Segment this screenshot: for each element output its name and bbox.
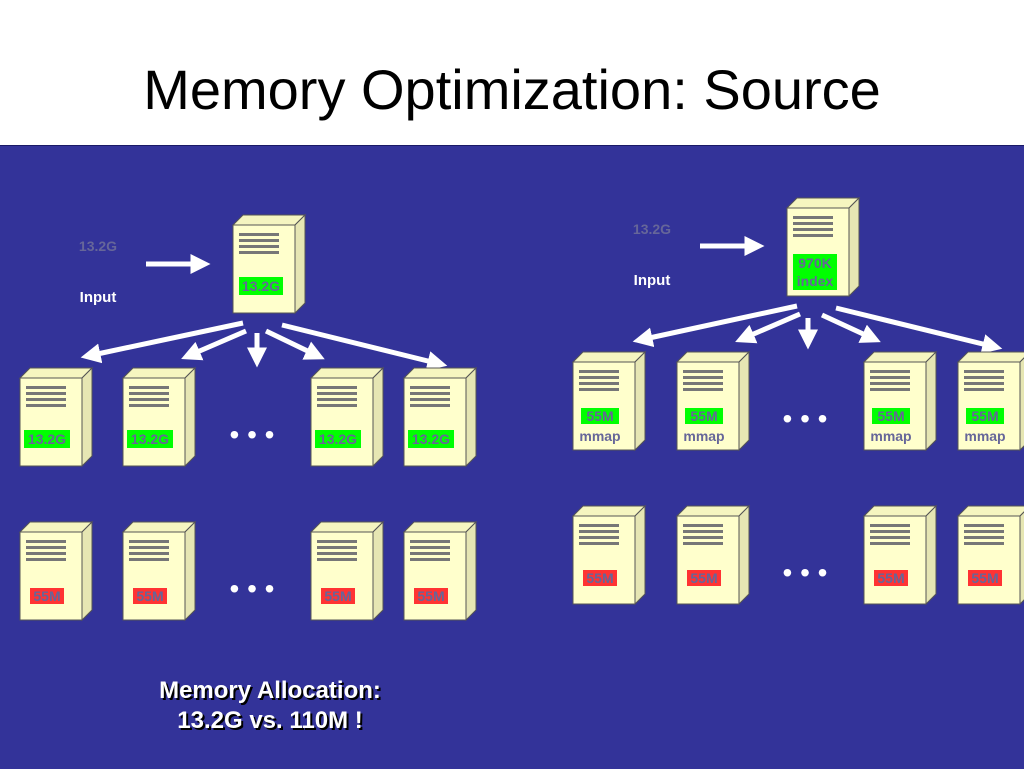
right-input-label: Input: [634, 272, 671, 289]
green-label-box: [793, 254, 837, 290]
red-label-box: [133, 588, 167, 604]
server-label-line1: 55M: [877, 408, 904, 424]
arrow-line: [181, 328, 247, 361]
server-label-line2: mmap: [870, 428, 911, 444]
arrow-line: [735, 311, 801, 344]
arrow-line: [80, 320, 244, 364]
server-label: 13.2G: [412, 431, 450, 447]
right-mid-server-4: 55M mmap: [957, 351, 1024, 451]
server-label-line2: mmap: [579, 428, 620, 444]
right-bottom-server-3: 55M: [863, 505, 937, 605]
red-label-box: [687, 570, 721, 586]
left-mid-server-4: 13.2G: [403, 367, 477, 467]
slide-title: Memory Optimization: Source: [143, 58, 881, 121]
red-label-box: [321, 588, 355, 604]
green-label-box: [127, 430, 173, 448]
left-source-server: 13.2G: [232, 214, 306, 314]
green-label-box: [685, 408, 723, 424]
left-fanout-arrows: [80, 320, 448, 371]
server-label-line1: 55M: [586, 408, 613, 424]
left-mid-ellipsis: • • •: [230, 419, 275, 450]
right-input-label-group: 13.2G Input: [633, 221, 671, 289]
right-bottom-server-4: 55M: [957, 505, 1024, 605]
left-bottom-ellipsis: • • •: [230, 573, 275, 604]
green-label-box: [239, 277, 283, 295]
green-label-box: [408, 430, 454, 448]
left-input-label: Input: [80, 289, 117, 306]
server-label: 55M: [877, 570, 904, 586]
allocation-line-2: 13.2G vs. 110M !: [177, 707, 363, 734]
server-label-line2: mmap: [683, 428, 724, 444]
green-label-box: [966, 408, 1004, 424]
red-label-box: [968, 570, 1002, 586]
right-input-size: 13.2G: [633, 221, 671, 237]
red-label-box: [30, 588, 64, 604]
right-bottom-server-1: 55M: [572, 505, 646, 605]
server-label: 13.2G: [319, 431, 357, 447]
left-bottom-server-4: 55M: [403, 521, 477, 621]
green-label-box: [581, 408, 619, 424]
arrow-line: [281, 322, 448, 371]
server-label: 55M: [417, 588, 444, 604]
right-fanout-arrows: [632, 303, 1003, 354]
server-label-line1: 55M: [971, 408, 998, 424]
red-label-box: [414, 588, 448, 604]
allocation-line-1: Memory Allocation:: [159, 677, 381, 704]
green-label-box: [872, 408, 910, 424]
server-label: 13.2G: [28, 431, 66, 447]
arrow-line: [835, 305, 1003, 354]
server-label: 55M: [324, 588, 351, 604]
left-source-label: 13.2G: [242, 278, 280, 294]
server-label: 55M: [971, 570, 998, 586]
left-mid-server-3: 13.2G: [310, 367, 384, 467]
server-label: 55M: [690, 570, 717, 586]
right-source-label-line2: index: [797, 273, 834, 289]
arrow-line: [264, 328, 325, 360]
server-label: 55M: [33, 588, 60, 604]
arrow-line: [632, 303, 798, 348]
server-label-line2: mmap: [964, 428, 1005, 444]
right-source-label-line1: 970K: [798, 255, 831, 271]
red-label-box: [874, 570, 908, 586]
right-source-server: 970K index: [786, 197, 860, 297]
left-bottom-server-3: 55M: [310, 521, 384, 621]
left-mid-server-1: 13.2G: [19, 367, 93, 467]
left-mid-server-2: 13.2G: [122, 367, 196, 467]
right-bottom-server-2: 55M: [676, 505, 750, 605]
green-label-box: [315, 430, 361, 448]
right-bottom-ellipsis: • • •: [783, 557, 828, 588]
server-label: 13.2G: [131, 431, 169, 447]
right-mid-server-2: 55M mmap: [676, 351, 750, 451]
green-label-box: [24, 430, 70, 448]
server-label: 55M: [136, 588, 163, 604]
server-label: 55M: [586, 570, 613, 586]
left-bottom-server-2: 55M: [122, 521, 196, 621]
memory-allocation-caption: Memory Allocation: 13.2G vs. 110M !: [100, 676, 440, 736]
left-input-size: 13.2G: [79, 238, 117, 254]
server-label-line1: 55M: [690, 408, 717, 424]
right-mid-ellipsis: • • •: [783, 403, 828, 434]
left-input-label-group: 13.2G Input: [79, 238, 117, 306]
right-mid-server-1: 55M mmap: [572, 351, 646, 451]
red-label-box: [583, 570, 617, 586]
arrow-line: [820, 312, 881, 343]
right-mid-server-3: 55M mmap: [863, 351, 937, 451]
left-bottom-server-1: 55M: [19, 521, 93, 621]
